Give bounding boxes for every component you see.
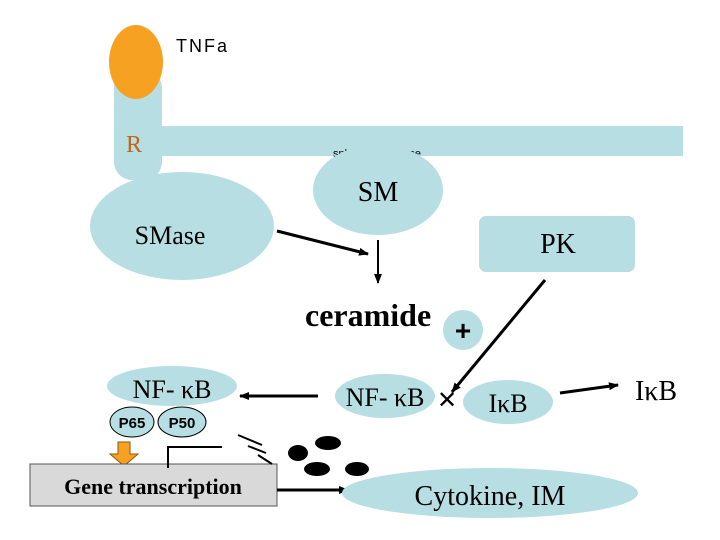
ikb-center-label: IκB xyxy=(488,389,527,418)
p65-label: P65 xyxy=(119,415,146,432)
ikb-right-label: IκB xyxy=(635,376,677,407)
orange-down-arrow xyxy=(108,441,140,467)
p50-node xyxy=(157,406,207,438)
nfkb-left-label: NF- κB xyxy=(133,375,212,404)
sm-label: SM xyxy=(358,177,399,208)
arrow-ikb-release xyxy=(559,382,619,395)
p65-node xyxy=(109,406,155,438)
tnfa-label: TNFa xyxy=(176,36,229,56)
pk-node xyxy=(479,216,635,272)
tnfa-ligand xyxy=(109,25,163,99)
smase-node xyxy=(90,172,274,280)
arrow-smase-to-sm xyxy=(276,229,369,256)
cross-icon: ✕ xyxy=(437,387,457,414)
mrna-mark-1 xyxy=(237,434,263,446)
receptor-label: R xyxy=(126,132,142,158)
particle-4 xyxy=(345,462,369,476)
ikb-center-node xyxy=(463,380,553,424)
particle-2 xyxy=(315,436,341,450)
particle-1 xyxy=(288,445,308,461)
mrna-mark-3 xyxy=(257,454,273,465)
gene-transcription-label: Gene transcription xyxy=(64,474,242,499)
gene-transcription-box xyxy=(29,463,278,507)
mrna-mark-2 xyxy=(247,445,267,454)
cytokine-label: Cytokine, IM xyxy=(415,481,566,512)
nfkb-center-node xyxy=(335,374,435,418)
arrow-pk-to-ikb xyxy=(450,279,547,393)
p50-label: P50 xyxy=(169,415,196,432)
ceramide-label: ceramide xyxy=(305,297,431,333)
plus-sign: + xyxy=(455,315,471,346)
activation-circle xyxy=(443,310,483,350)
nfkb-left-node xyxy=(107,366,237,406)
particle-3 xyxy=(304,462,330,476)
sm-node xyxy=(313,145,443,235)
smase-label: SMase xyxy=(135,221,206,250)
nfkb-center-label: NF- κB xyxy=(346,383,425,412)
transcription-bracket xyxy=(167,446,222,468)
cytokine-node xyxy=(342,468,638,518)
pk-label: PK xyxy=(540,229,576,260)
